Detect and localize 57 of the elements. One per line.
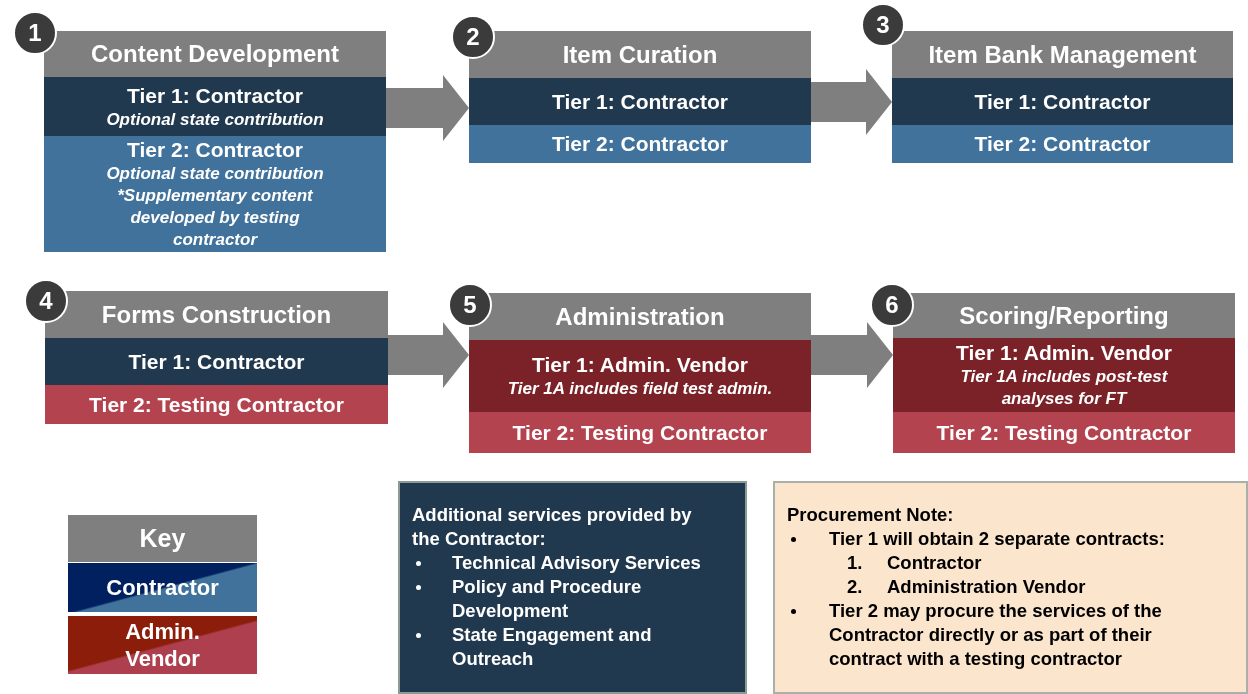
- block-arrow: [388, 322, 469, 388]
- tier-note: Tier 1A includes field test admin.: [506, 378, 774, 400]
- panel-heading: Additional services provided by the Contractor:: [412, 503, 693, 551]
- key-header: Key: [68, 515, 257, 562]
- tier-band: [469, 340, 811, 412]
- stage-box: [892, 31, 1233, 163]
- note-panel: [773, 481, 1248, 694]
- tier-band: [893, 338, 1235, 412]
- tier-note: *Supplementary content developed by testing contractor: [116, 185, 314, 251]
- list-text: Administration Vendor: [887, 575, 1086, 599]
- tier-band: [469, 78, 811, 125]
- tier-band: [892, 78, 1233, 125]
- tier-title: Tier 2: Testing Contractor: [936, 419, 1192, 446]
- list-number: 2.: [847, 575, 864, 599]
- note-heading: Procurement Note:: [787, 503, 955, 527]
- tier-note: Optional state contribution: [105, 108, 325, 131]
- tier-band: [892, 125, 1233, 163]
- bullet-text: Policy and Procedure Development: [452, 575, 643, 623]
- legend-swatch: Admin. Vendor: [68, 616, 257, 674]
- tier-band: [44, 136, 386, 252]
- list-text: Contractor: [887, 551, 982, 575]
- stage-heading: Item Bank Management: [928, 42, 1197, 67]
- tier-title: Tier 2: Contractor: [127, 137, 303, 163]
- tier-band: [893, 412, 1235, 453]
- tier-title: Tier 1: Admin. Vendor: [532, 352, 748, 378]
- tier-title: Tier 1: Contractor: [127, 82, 303, 109]
- block-arrow: [811, 69, 892, 135]
- tier-title: Tier 2: Testing Contractor: [89, 391, 344, 418]
- bullet-text: State Engagement and Outreach: [452, 623, 653, 671]
- tier-band: [469, 125, 811, 163]
- tier-band: [469, 412, 811, 453]
- tier-title: Tier 2: Contractor: [552, 131, 728, 157]
- bullet-text: Technical Advisory Services: [452, 551, 701, 575]
- stage-heading: Item Curation: [562, 42, 718, 67]
- tier-band: [45, 385, 388, 424]
- bullet-text: Tier 2 may procure the services of the Contractor directly or as part of their contract with a testing contractor: [829, 599, 1163, 671]
- tier-note: Tier 1A includes post-test analyses for FT: [959, 366, 1169, 410]
- tier-title: Tier 2: Testing Contractor: [512, 419, 768, 446]
- tier-title: Tier 1: Contractor: [974, 88, 1151, 115]
- tier-title: Tier 1: Contractor: [552, 88, 728, 115]
- stage-heading: Scoring/Reporting: [959, 303, 1169, 328]
- tier-title: Tier 1: Admin. Vendor: [956, 340, 1172, 366]
- tier-title: Tier 1: Contractor: [128, 348, 305, 375]
- block-arrow: [811, 322, 893, 388]
- stage-box: [44, 31, 386, 252]
- legend-swatch: Contractor: [68, 563, 257, 612]
- stage-heading: Forms Construction: [101, 302, 332, 327]
- tier-band: [44, 77, 386, 136]
- stage-heading: Content Development: [91, 42, 339, 66]
- tier-band: [45, 338, 388, 385]
- list-number: 1.: [847, 551, 864, 575]
- services-panel: [398, 481, 747, 694]
- bullet-text: Tier 1 will obtain 2 separate contracts:: [829, 527, 1165, 551]
- tier-title: Tier 2: Contractor: [974, 131, 1151, 157]
- block-arrow: [386, 75, 469, 141]
- stage-heading: Administration: [555, 304, 725, 329]
- tier-note: Optional state contribution: [105, 163, 325, 185]
